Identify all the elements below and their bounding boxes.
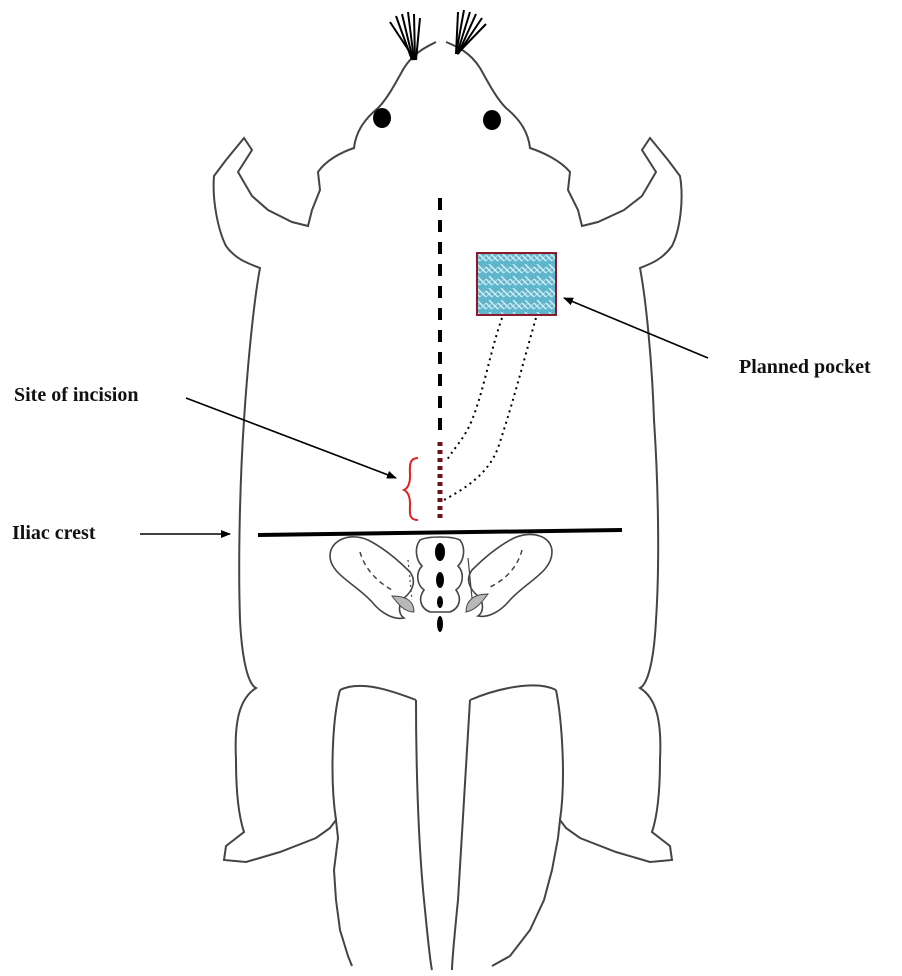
incision-brace [404,458,418,520]
right-hindleg-inner [556,690,563,820]
site-of-incision-label: Site of incision [14,384,138,407]
right-eye [483,110,501,130]
planned-pocket-label: Planned pocket [739,356,871,379]
iliac-crest-line [258,530,622,535]
left-ear-tuft [390,12,420,60]
left-hindleg-inner [333,690,340,820]
body-outline [214,42,436,966]
site-of-incision-arrow [186,398,396,478]
hip-lines [340,685,556,700]
tail [416,700,470,970]
pelvis [330,534,552,632]
planned-pocket-arrow [564,298,708,358]
iliac-crest-label: Iliac crest [12,522,96,545]
tunnel-left [446,318,502,462]
left-eye [373,108,391,128]
planned-pocket-mesh [477,253,556,315]
right-ear-tuft [456,10,486,54]
tunnel-right [444,318,536,500]
body-outline-right [446,42,682,966]
